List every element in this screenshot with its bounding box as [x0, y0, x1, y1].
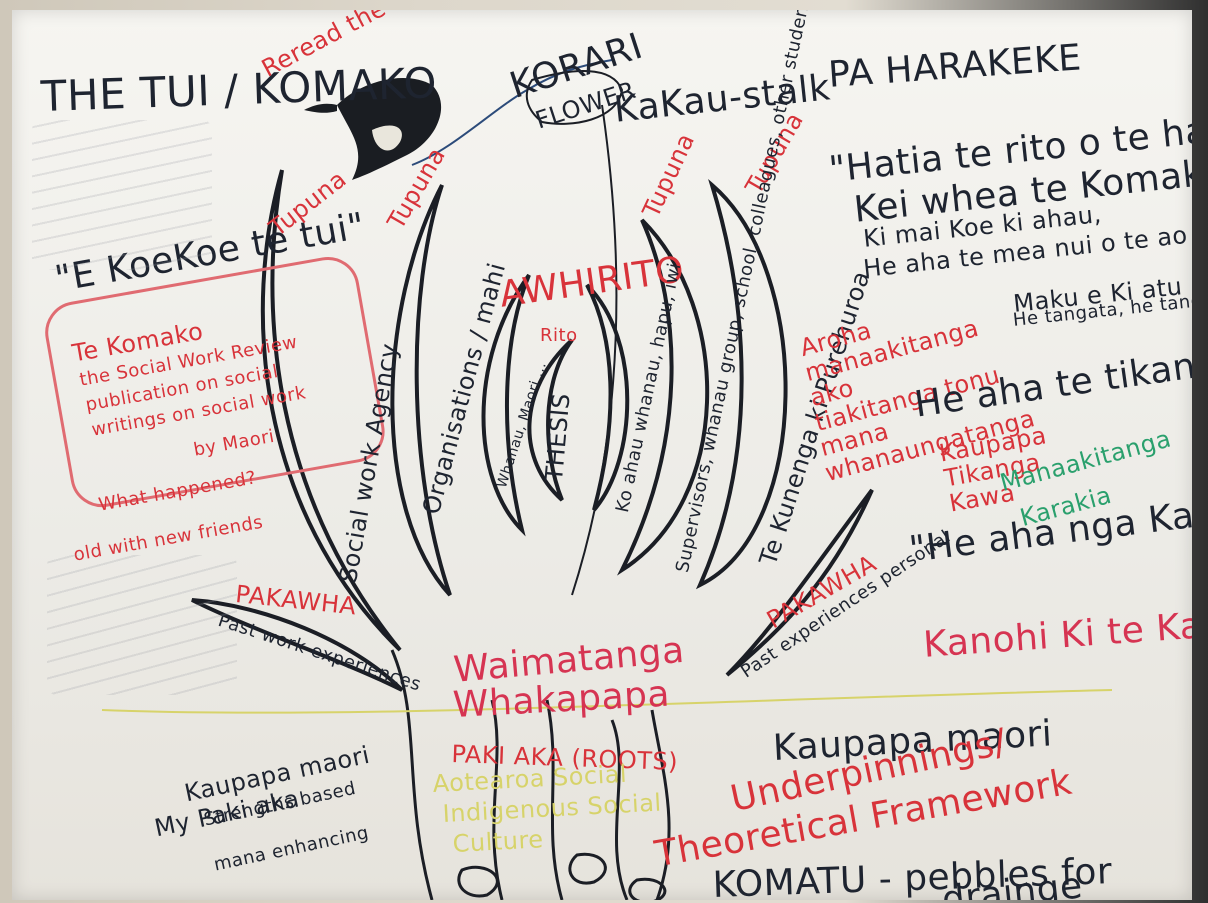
poster-paper: THE TUI / KOMAKO Reread the Komako KORAR…	[12, 10, 1192, 900]
faded-notes-topleft	[32, 120, 212, 270]
rito-label: Rito	[540, 325, 578, 346]
culture-label: Culture	[452, 825, 544, 858]
faded-notes-left	[47, 555, 237, 695]
